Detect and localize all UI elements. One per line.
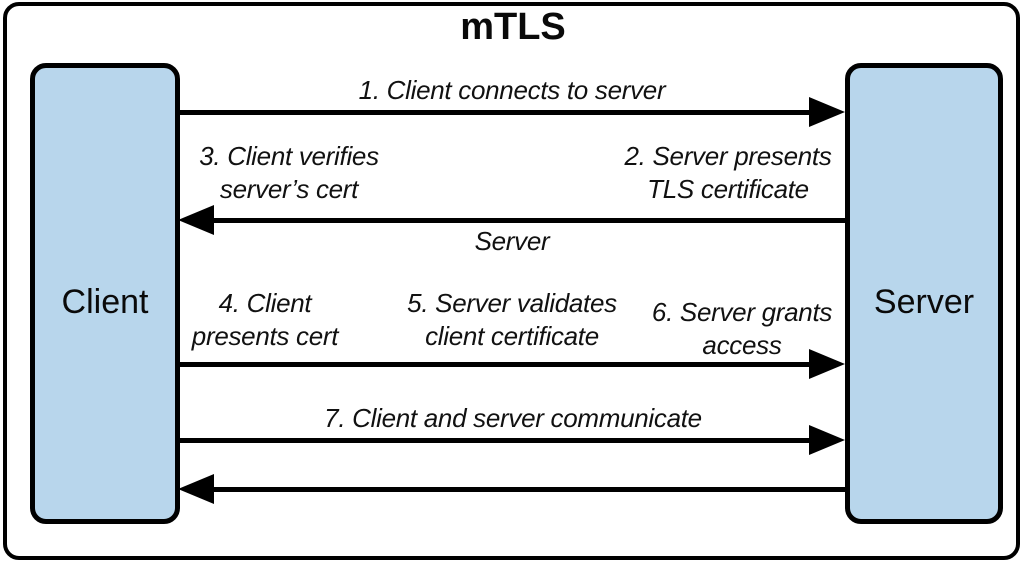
arrowhead-right-icon [809,97,845,127]
message-2-label: 2. Server presents TLS certificate [624,141,832,204]
arrow-1-line [178,110,818,115]
arrowhead-left-icon [178,205,214,235]
arrow-2-line [208,218,845,223]
arrowhead-left-icon [178,474,214,504]
arrow-3-line [178,362,818,367]
server-node-label: Server [873,283,975,321]
server-note-label: Server [474,226,550,256]
arrow-5-line [208,487,845,492]
message-6-label: 6. Server grants access [651,297,833,360]
arrowhead-right-icon [809,425,845,455]
server-node: Server [845,63,1003,524]
message-3-label: 3. Client verifies server’s cert [199,141,379,204]
message-1-label: 1. Client connects to server [358,75,666,105]
diagram-title: mTLS [460,6,566,48]
message-7-label: 7. Client and server communicate [324,403,702,433]
client-node-label: Client [61,283,149,321]
client-node: Client [30,63,180,524]
message-4-label: 4. Client presents cert [191,288,339,351]
arrowhead-right-icon [809,349,845,379]
message-5-label: 5. Server validates client certificate [407,288,617,351]
arrow-4-line [178,438,818,443]
